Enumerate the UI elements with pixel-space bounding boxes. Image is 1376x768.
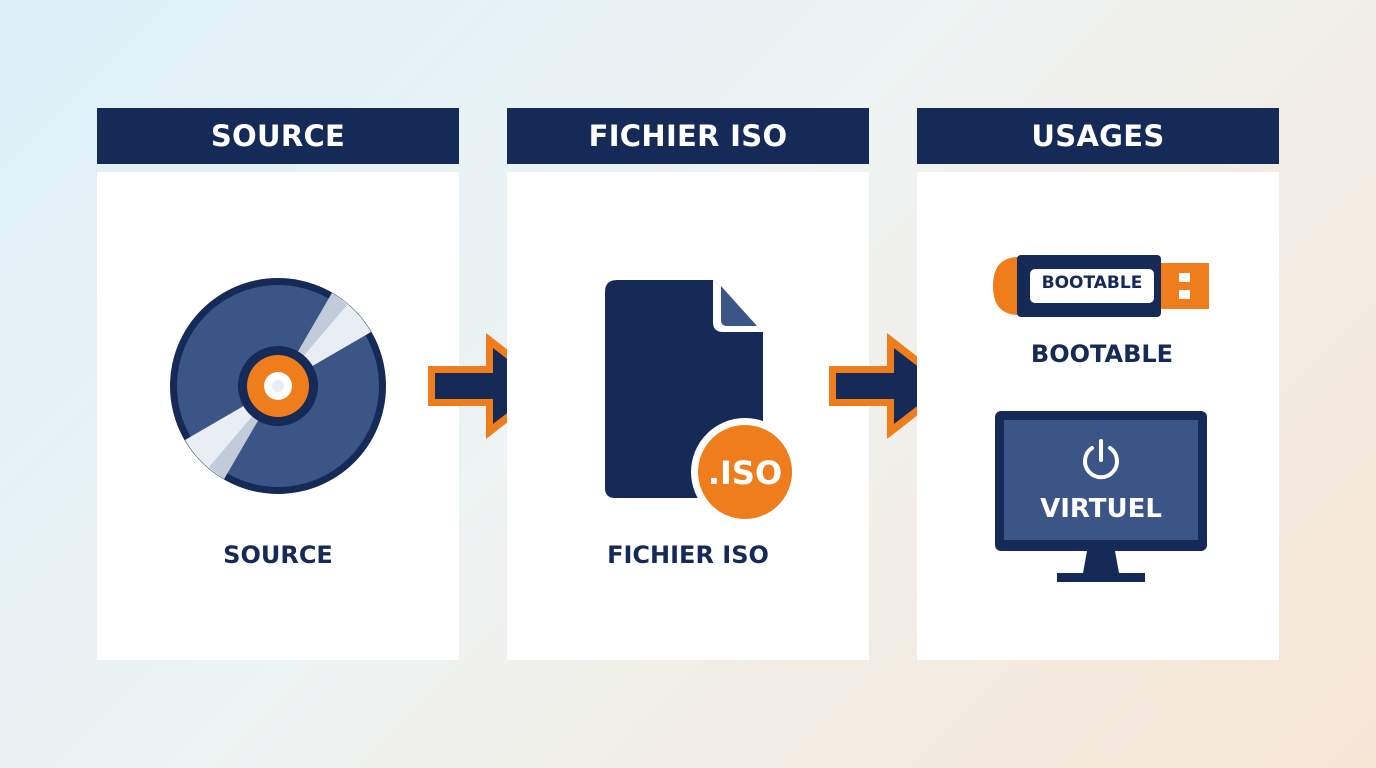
panel-usages: USAGES BOOTABLE BOOTABLE VIRTUEL: [917, 108, 1279, 660]
panel-fichier-iso: FICHIER ISO .ISO FICHIER ISO: [507, 108, 869, 660]
caption-source: SOURCE: [223, 541, 333, 569]
panel-body-usages: BOOTABLE BOOTABLE VIRTUEL: [917, 172, 1279, 660]
usb-label: BOOTABLE: [1041, 273, 1143, 293]
panel-source: SOURCE SOURCE: [97, 108, 459, 660]
panel-header-fichier-iso: FICHIER ISO: [507, 108, 869, 164]
iso-badge: [691, 418, 799, 526]
caption-bootable: BOOTABLE: [1030, 340, 1174, 368]
panel-body-source: SOURCE: [97, 172, 459, 660]
power-icon: [1083, 439, 1119, 480]
disc-icon: [170, 278, 386, 494]
monitor-label: VIRTUEL: [1040, 494, 1162, 524]
arrow-right-icon: [829, 333, 955, 439]
caption-fichier-iso: FICHIER ISO: [607, 541, 769, 569]
panel-body-fichier-iso: .ISO FICHIER ISO: [507, 172, 869, 660]
usb-drive-icon: [993, 255, 1209, 317]
panel-header-usages: USAGES: [917, 108, 1279, 164]
iso-badge-label: .ISO: [707, 454, 783, 492]
panel-header-source: SOURCE: [97, 108, 459, 164]
